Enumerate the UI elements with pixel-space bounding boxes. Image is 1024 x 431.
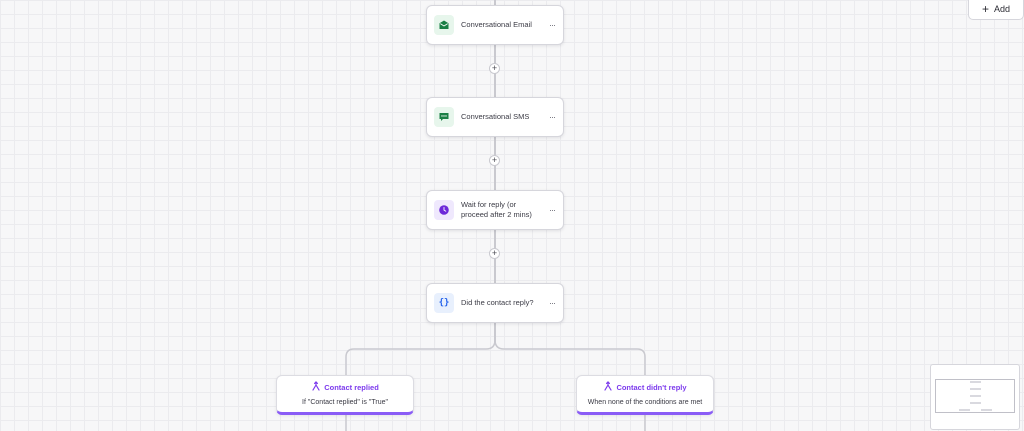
more-options-icon[interactable]: ··· [549, 20, 556, 30]
more-options-icon[interactable]: ··· [549, 205, 556, 215]
minimap-node [970, 402, 981, 404]
minimap-node [970, 395, 981, 397]
minimap-viewport[interactable] [935, 379, 1015, 413]
step-condition-contact-reply[interactable]: {} Did the contact reply? ··· [426, 283, 564, 323]
branch-contact-didnt-reply[interactable]: Contact didn't reply When none of the co… [576, 375, 714, 415]
minimap-node [970, 381, 981, 383]
connector-line [494, 323, 496, 343]
more-options-icon[interactable]: ··· [549, 298, 556, 308]
step-conversational-sms[interactable]: Conversational SMS ··· [426, 97, 564, 137]
step-label: Conversational Email [461, 20, 532, 29]
minimap-node [970, 388, 981, 390]
more-options-icon[interactable]: ··· [549, 112, 556, 122]
add-button-label: Add [994, 4, 1011, 14]
branch-title-text: Contact replied [324, 382, 379, 392]
code-braces-icon: {} [434, 293, 454, 313]
clock-icon [434, 200, 454, 220]
email-icon [434, 15, 454, 35]
branch-condition: If "Contact replied" is "True" [302, 399, 388, 406]
add-step-button[interactable]: + [489, 248, 500, 259]
minimap-node [959, 409, 970, 411]
plus-icon: + [981, 2, 989, 16]
step-label: Did the contact reply? [461, 298, 534, 307]
branch-contact-replied[interactable]: Contact replied If "Contact replied" is … [276, 375, 414, 415]
step-label: Conversational SMS [461, 112, 530, 121]
step-label: Wait for reply (or proceed after 2 mins) [461, 200, 532, 219]
add-step-button[interactable]: + [489, 63, 500, 74]
minimap-node [981, 409, 992, 411]
add-button[interactable]: + Add [968, 0, 1024, 20]
step-conversational-email[interactable]: Conversational Email ··· [426, 5, 564, 45]
connector-line [494, 0, 496, 6]
branch-title-text: Contact didn't reply [616, 382, 687, 392]
branch-title: Contact didn't reply [577, 381, 713, 393]
step-wait-for-reply[interactable]: Wait for reply (or proceed after 2 mins)… [426, 190, 564, 230]
branch-condition: When none of the conditions are met [587, 399, 703, 406]
branch-title: Contact replied [277, 381, 413, 393]
branch-icon [311, 381, 321, 393]
minimap[interactable] [930, 364, 1020, 430]
branch-icon [603, 381, 613, 393]
sms-icon [434, 107, 454, 127]
add-step-button[interactable]: + [489, 155, 500, 166]
